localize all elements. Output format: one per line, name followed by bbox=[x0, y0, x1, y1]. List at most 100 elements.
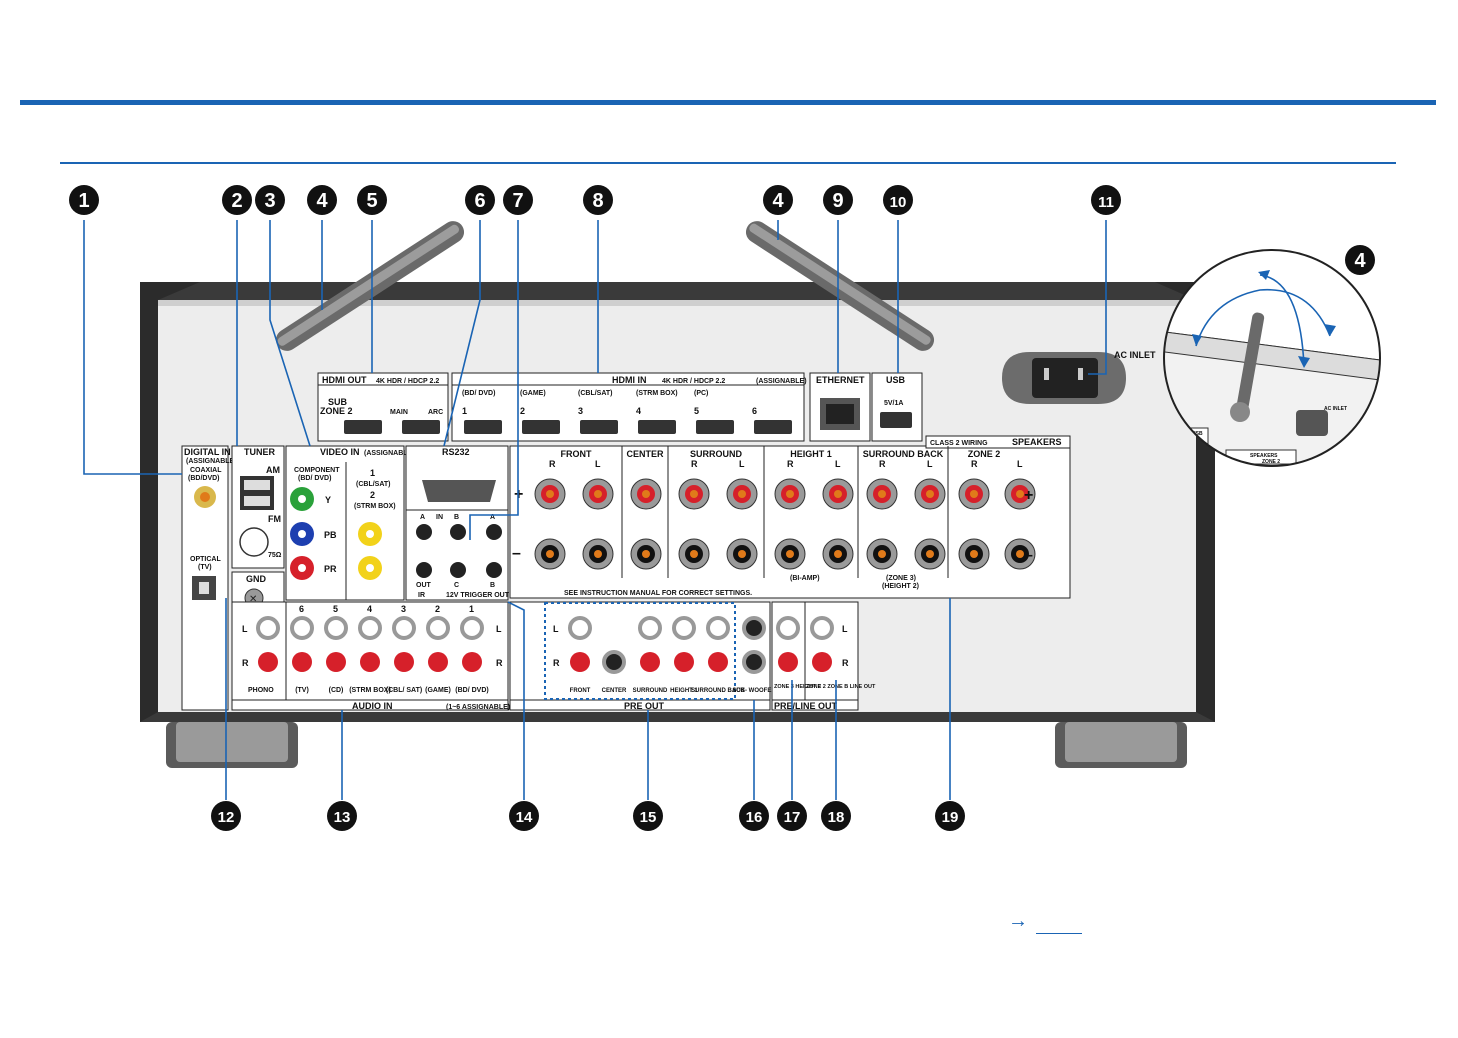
pre-out-r-jack[interactable] bbox=[640, 652, 660, 672]
pre-out-r-jack[interactable] bbox=[742, 650, 766, 674]
pre-out-r-jack[interactable] bbox=[602, 650, 626, 674]
audio-in-l-jack[interactable] bbox=[392, 616, 416, 640]
video-in-label: VIDEO IN bbox=[320, 447, 360, 457]
pre-out-r-jack[interactable] bbox=[570, 652, 590, 672]
zone2-l-jack[interactable] bbox=[810, 616, 834, 640]
trigger-b-jack[interactable] bbox=[486, 562, 502, 578]
speaker-r-label: R bbox=[971, 459, 978, 469]
audio-in-r-jack[interactable] bbox=[360, 652, 380, 672]
callout-number: 7 bbox=[512, 190, 523, 212]
bi-amp-label: (BI-AMP) bbox=[790, 575, 820, 582]
audio-in-r-jack[interactable] bbox=[326, 652, 346, 672]
audio-in-number: 2 bbox=[435, 604, 440, 614]
hdmi-in-port[interactable] bbox=[754, 420, 792, 434]
hdmi-in-port-number: 5 bbox=[694, 406, 699, 416]
pre-out-l-jack[interactable] bbox=[672, 616, 696, 640]
audio-in-l-jack[interactable] bbox=[426, 616, 450, 640]
rs232-label: RS232 bbox=[442, 447, 470, 457]
pre-out-label: PRE OUT bbox=[624, 701, 665, 711]
audio-in-r-jack[interactable] bbox=[394, 652, 414, 672]
speaker-l-label: L bbox=[835, 459, 841, 469]
page-reference-link[interactable] bbox=[1036, 915, 1082, 934]
audio-in-r-jack[interactable] bbox=[428, 652, 448, 672]
digital-in-assignable: (ASSIGNABLE) bbox=[186, 458, 237, 465]
hdmi-in-port[interactable] bbox=[522, 420, 560, 434]
audio-r-label-right: R bbox=[496, 658, 503, 668]
rs232-port[interactable] bbox=[422, 480, 496, 502]
pre-out-channel-label: FRONT bbox=[570, 688, 591, 694]
audio-in-r-jack[interactable] bbox=[462, 652, 482, 672]
ethernet-section: ETHERNET bbox=[809, 372, 871, 442]
class2-label: CLASS 2 WIRING bbox=[930, 440, 988, 447]
phono-r-jack[interactable] bbox=[258, 652, 278, 672]
speaker-group-label: SURROUND bbox=[690, 449, 743, 459]
audio-l-label-right: L bbox=[496, 624, 502, 634]
pre-out-l-jack[interactable] bbox=[706, 616, 730, 640]
audio-in-l-jack[interactable] bbox=[290, 616, 314, 640]
pre-out-l-jack[interactable] bbox=[638, 616, 662, 640]
audio-in-source: (CD) bbox=[329, 687, 344, 694]
audio-in-l-jack[interactable] bbox=[324, 616, 348, 640]
hdmi-out-sub-port[interactable] bbox=[344, 420, 382, 434]
zone-l-label: L bbox=[842, 624, 848, 634]
speaker-r-label: R bbox=[691, 459, 698, 469]
phono-l-jack[interactable] bbox=[256, 616, 280, 640]
audio-in-l-jack[interactable] bbox=[460, 616, 484, 640]
ir-in-b-jack[interactable] bbox=[450, 524, 466, 540]
usb-rating: 5V/1A bbox=[884, 400, 903, 407]
callout-marker bbox=[1091, 185, 1121, 215]
plus-sign-right: + bbox=[1024, 487, 1033, 504]
subwoofer-jack-1[interactable] bbox=[742, 616, 766, 640]
pre-out-r-jack[interactable] bbox=[708, 652, 728, 672]
callout-marker bbox=[307, 185, 337, 215]
audio-in-number: 3 bbox=[401, 604, 406, 614]
hdmi-in-port[interactable] bbox=[696, 420, 734, 434]
ac-inlet-socket[interactable] bbox=[1032, 358, 1098, 398]
hdmi-in-port[interactable] bbox=[464, 420, 502, 434]
audio-in-source: (TV) bbox=[295, 687, 309, 694]
callout-leader-lines bbox=[83, 220, 1107, 800]
audio-in-l-jack[interactable] bbox=[358, 616, 382, 640]
pre-out-l-jack[interactable] bbox=[568, 616, 592, 640]
ac-inlet-label: AC INLET bbox=[1114, 350, 1156, 360]
hdmi-in-port[interactable] bbox=[638, 420, 676, 434]
usb-port[interactable] bbox=[880, 412, 912, 428]
audio-in-jacks: 6(TV)5(CD)4(STRM BOX)3(CBL/ SAT)2(GAME)1… bbox=[290, 604, 489, 694]
audio-in-r-jack[interactable] bbox=[292, 652, 312, 672]
zone3-l-jack[interactable] bbox=[776, 616, 800, 640]
pre-out-r-jack[interactable] bbox=[674, 652, 694, 672]
sub-label: SUB bbox=[328, 397, 348, 407]
header-rule-top bbox=[20, 100, 1436, 105]
hdmi-out-main-port[interactable] bbox=[402, 420, 440, 434]
inset-usb-label: USB bbox=[1192, 431, 1203, 437]
y-label: Y bbox=[325, 495, 331, 505]
callout-marker bbox=[69, 185, 99, 215]
callout-marker bbox=[357, 185, 387, 215]
callout-number: 4 bbox=[1354, 250, 1366, 272]
callout-marker bbox=[1345, 245, 1375, 275]
zone2-r-jack[interactable] bbox=[812, 652, 832, 672]
callout-number: 16 bbox=[746, 809, 763, 826]
zone3-r-jack[interactable] bbox=[778, 652, 798, 672]
trigger-c-jack[interactable] bbox=[450, 562, 466, 578]
callout-marker bbox=[509, 801, 539, 831]
callout-number: 10 bbox=[890, 194, 907, 211]
callout-marker bbox=[821, 801, 851, 831]
pre-line-out-label: PRE/LINE OUT bbox=[774, 701, 838, 711]
hdmi-in-port[interactable] bbox=[580, 420, 618, 434]
callout-number: 19 bbox=[942, 809, 959, 826]
fm-terminal[interactable] bbox=[239, 527, 269, 557]
callout-marker bbox=[883, 185, 913, 215]
pre-r-label: R bbox=[553, 658, 560, 668]
callout-marker bbox=[739, 801, 769, 831]
trigger-a-jack[interactable] bbox=[486, 524, 502, 540]
ir-out-jack[interactable] bbox=[416, 562, 432, 578]
composite-1-source: (CBL/SAT) bbox=[356, 481, 390, 488]
callout-marker bbox=[935, 801, 965, 831]
hdmi-in-port-number: 1 bbox=[462, 406, 467, 416]
ir-in-a-jack[interactable] bbox=[416, 524, 432, 540]
callout-number: 15 bbox=[640, 809, 657, 826]
callout-number: 12 bbox=[218, 809, 235, 826]
